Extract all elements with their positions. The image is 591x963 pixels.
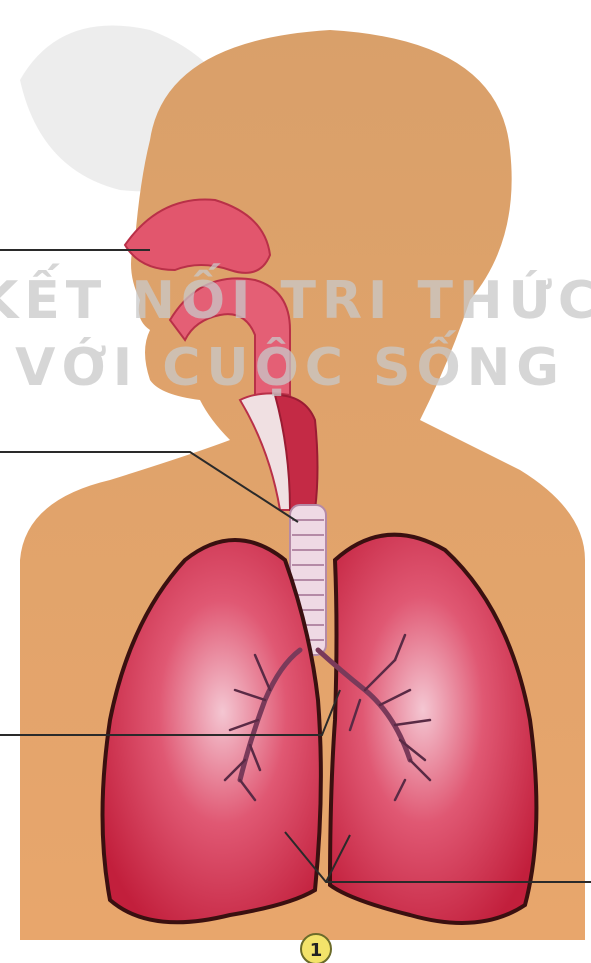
watermark-text: KẾT NỐI TRI THỨC VỚI CUỘC SỐNG	[0, 263, 591, 398]
svg-text:VỚI CUỘC SỐNG: VỚI CUỘC SỐNG	[15, 330, 565, 398]
figure-number-label: 1	[310, 940, 323, 961]
figure-number-badge: 1	[301, 934, 331, 963]
svg-text:KẾT NỐI TRI THỨC: KẾT NỐI TRI THỨC	[0, 263, 591, 331]
